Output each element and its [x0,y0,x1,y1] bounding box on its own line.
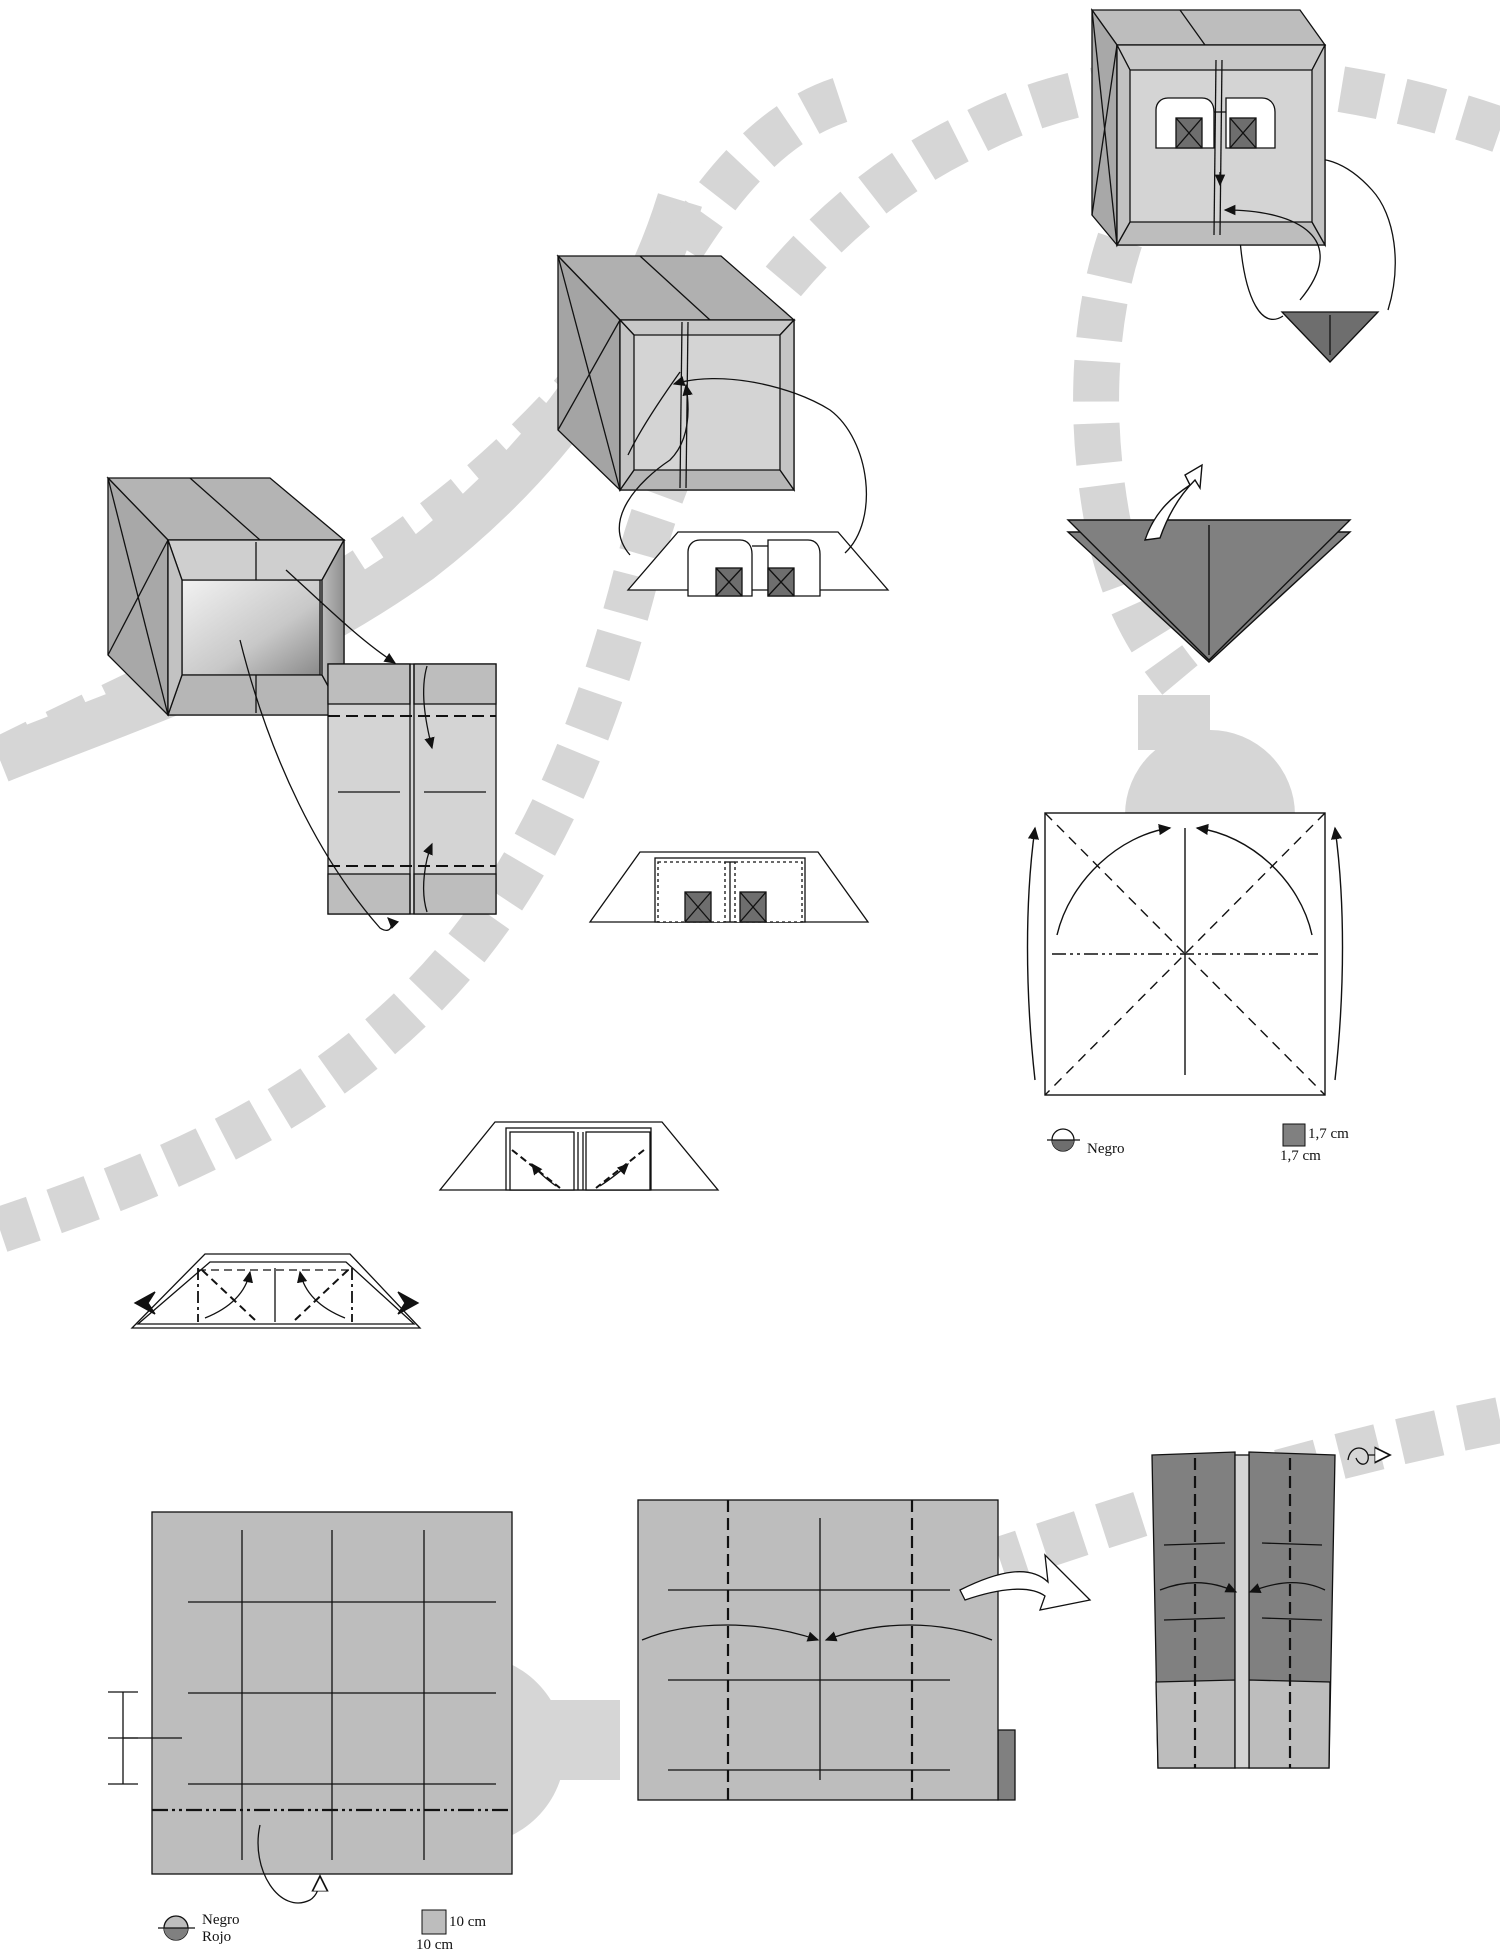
step-flat-wide [132,1254,420,1328]
step-small-square [1028,813,1343,1095]
push-arrow-left-icon [135,1292,155,1314]
legend-top-size-width: 1,7 cm [1308,1126,1349,1142]
legend-bottom-size-height: 10 cm [416,1937,453,1953]
legend-top-size-height: 1,7 cm [1280,1148,1321,1164]
push-arrow-right-icon [398,1292,418,1314]
step-dark-strips [1152,1448,1390,1768]
legend-bottom-color-front: Negro [202,1912,240,1928]
step-large-square [108,1512,512,1903]
step-square-folds [638,1500,1090,1800]
size-swatch-icon [422,1910,446,1934]
legend-top-color-label: Negro [1087,1141,1125,1157]
step-cube-middle [558,256,794,490]
step-flat-arrows [440,1122,718,1190]
step-flat-middle [590,852,868,922]
legend-bottom-color-back: Rojo [202,1929,231,1945]
legend-bottom-size-width: 10 cm [449,1914,486,1930]
size-swatch-icon [1283,1124,1305,1146]
legend-top [1047,1124,1305,1151]
